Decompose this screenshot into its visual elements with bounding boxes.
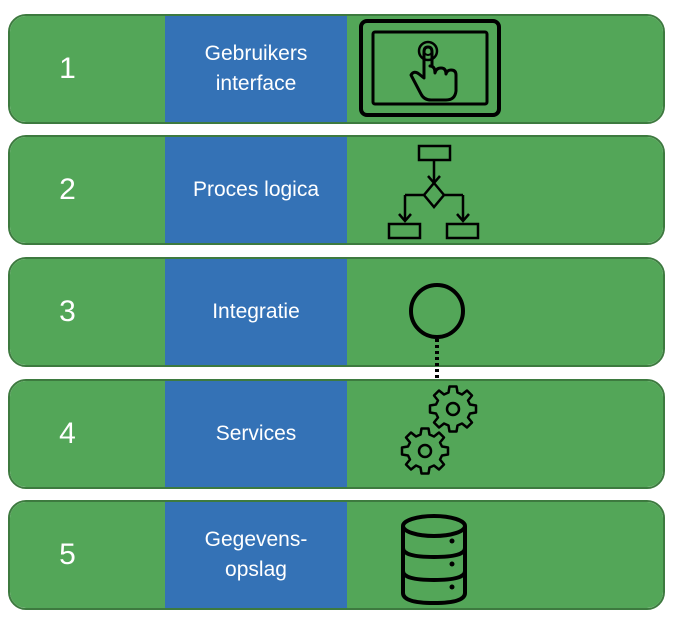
layer-5: 5 Gegevens- opslag [8, 500, 665, 610]
layer-number: 3 [59, 295, 76, 328]
layer-4: 4 Services [8, 379, 665, 489]
layer-1: 1 Gebruikers interface [8, 14, 665, 124]
layer-label-line: Integratie [212, 300, 300, 323]
layer-number: 2 [59, 173, 76, 206]
layer-label: Services [165, 381, 347, 487]
layer-background [10, 502, 663, 608]
layer-background [10, 16, 663, 122]
layer-number: 4 [59, 417, 76, 450]
layer-number: 5 [59, 538, 76, 571]
layer-label: Gebruikers interface [165, 16, 347, 122]
layer-label: Integratie [165, 259, 347, 365]
layer-label-line: Proces logica [192, 178, 320, 201]
layer-background [10, 381, 663, 487]
layer-3: 3 Integratie [8, 257, 665, 367]
layer-label-line: opslag [225, 558, 287, 581]
layer-label-line: interface [215, 72, 297, 95]
layer-label-line: Gebruikers [204, 42, 308, 65]
layer-number: 1 [59, 52, 76, 85]
layer-label: Proces logica [165, 137, 347, 243]
layer-label-line: Gegevens- [204, 528, 308, 551]
layer-2: 2 Proces logica [8, 135, 665, 245]
layer-label: Gegevens- opslag [165, 502, 347, 608]
layer-label-line: Services [215, 422, 297, 445]
layer-background [10, 259, 663, 365]
layer-background [10, 137, 663, 243]
